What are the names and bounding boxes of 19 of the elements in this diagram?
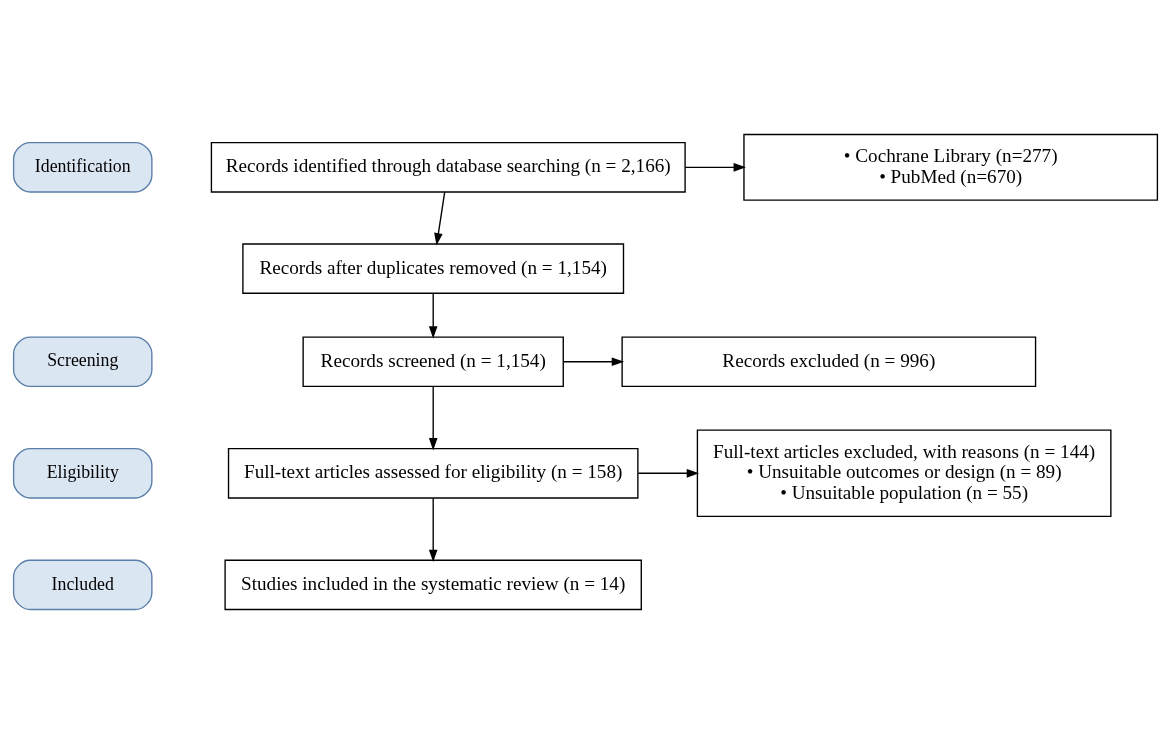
node-box: Records identified through database searching (n = 2,166)	[210, 141, 686, 193]
node-box: Records after duplicates removed (n = 1,154)	[242, 242, 625, 294]
node-box: Included	[12, 559, 153, 610]
node-box: Full-text articles excluded, with reasons (n = 144) • Unsuitable outcomes or design (n = 89) • Unsuitable population (n = 55)	[696, 429, 1112, 517]
node-box: Records excluded (n = 996)	[621, 335, 1037, 387]
arrow	[428, 292, 438, 339]
arrow	[428, 497, 438, 562]
node-box: Identification	[12, 141, 153, 193]
node-box: Full-text articles assessed for eligibility (n = 158)	[227, 447, 639, 499]
node-box: Eligibility	[12, 447, 153, 499]
arrow	[428, 385, 438, 450]
arrow	[637, 468, 700, 478]
arrow	[434, 190, 446, 245]
node-box: Studies included in the systematic review (n = 14)	[224, 559, 642, 610]
node-box: Screening	[12, 335, 153, 387]
node-box: Records screened (n = 1,154)	[302, 335, 564, 387]
node-box: • Cochrane Library (n=277) • PubMed (n=670)	[743, 133, 1159, 201]
arrow	[684, 162, 746, 172]
arrow	[562, 356, 625, 366]
